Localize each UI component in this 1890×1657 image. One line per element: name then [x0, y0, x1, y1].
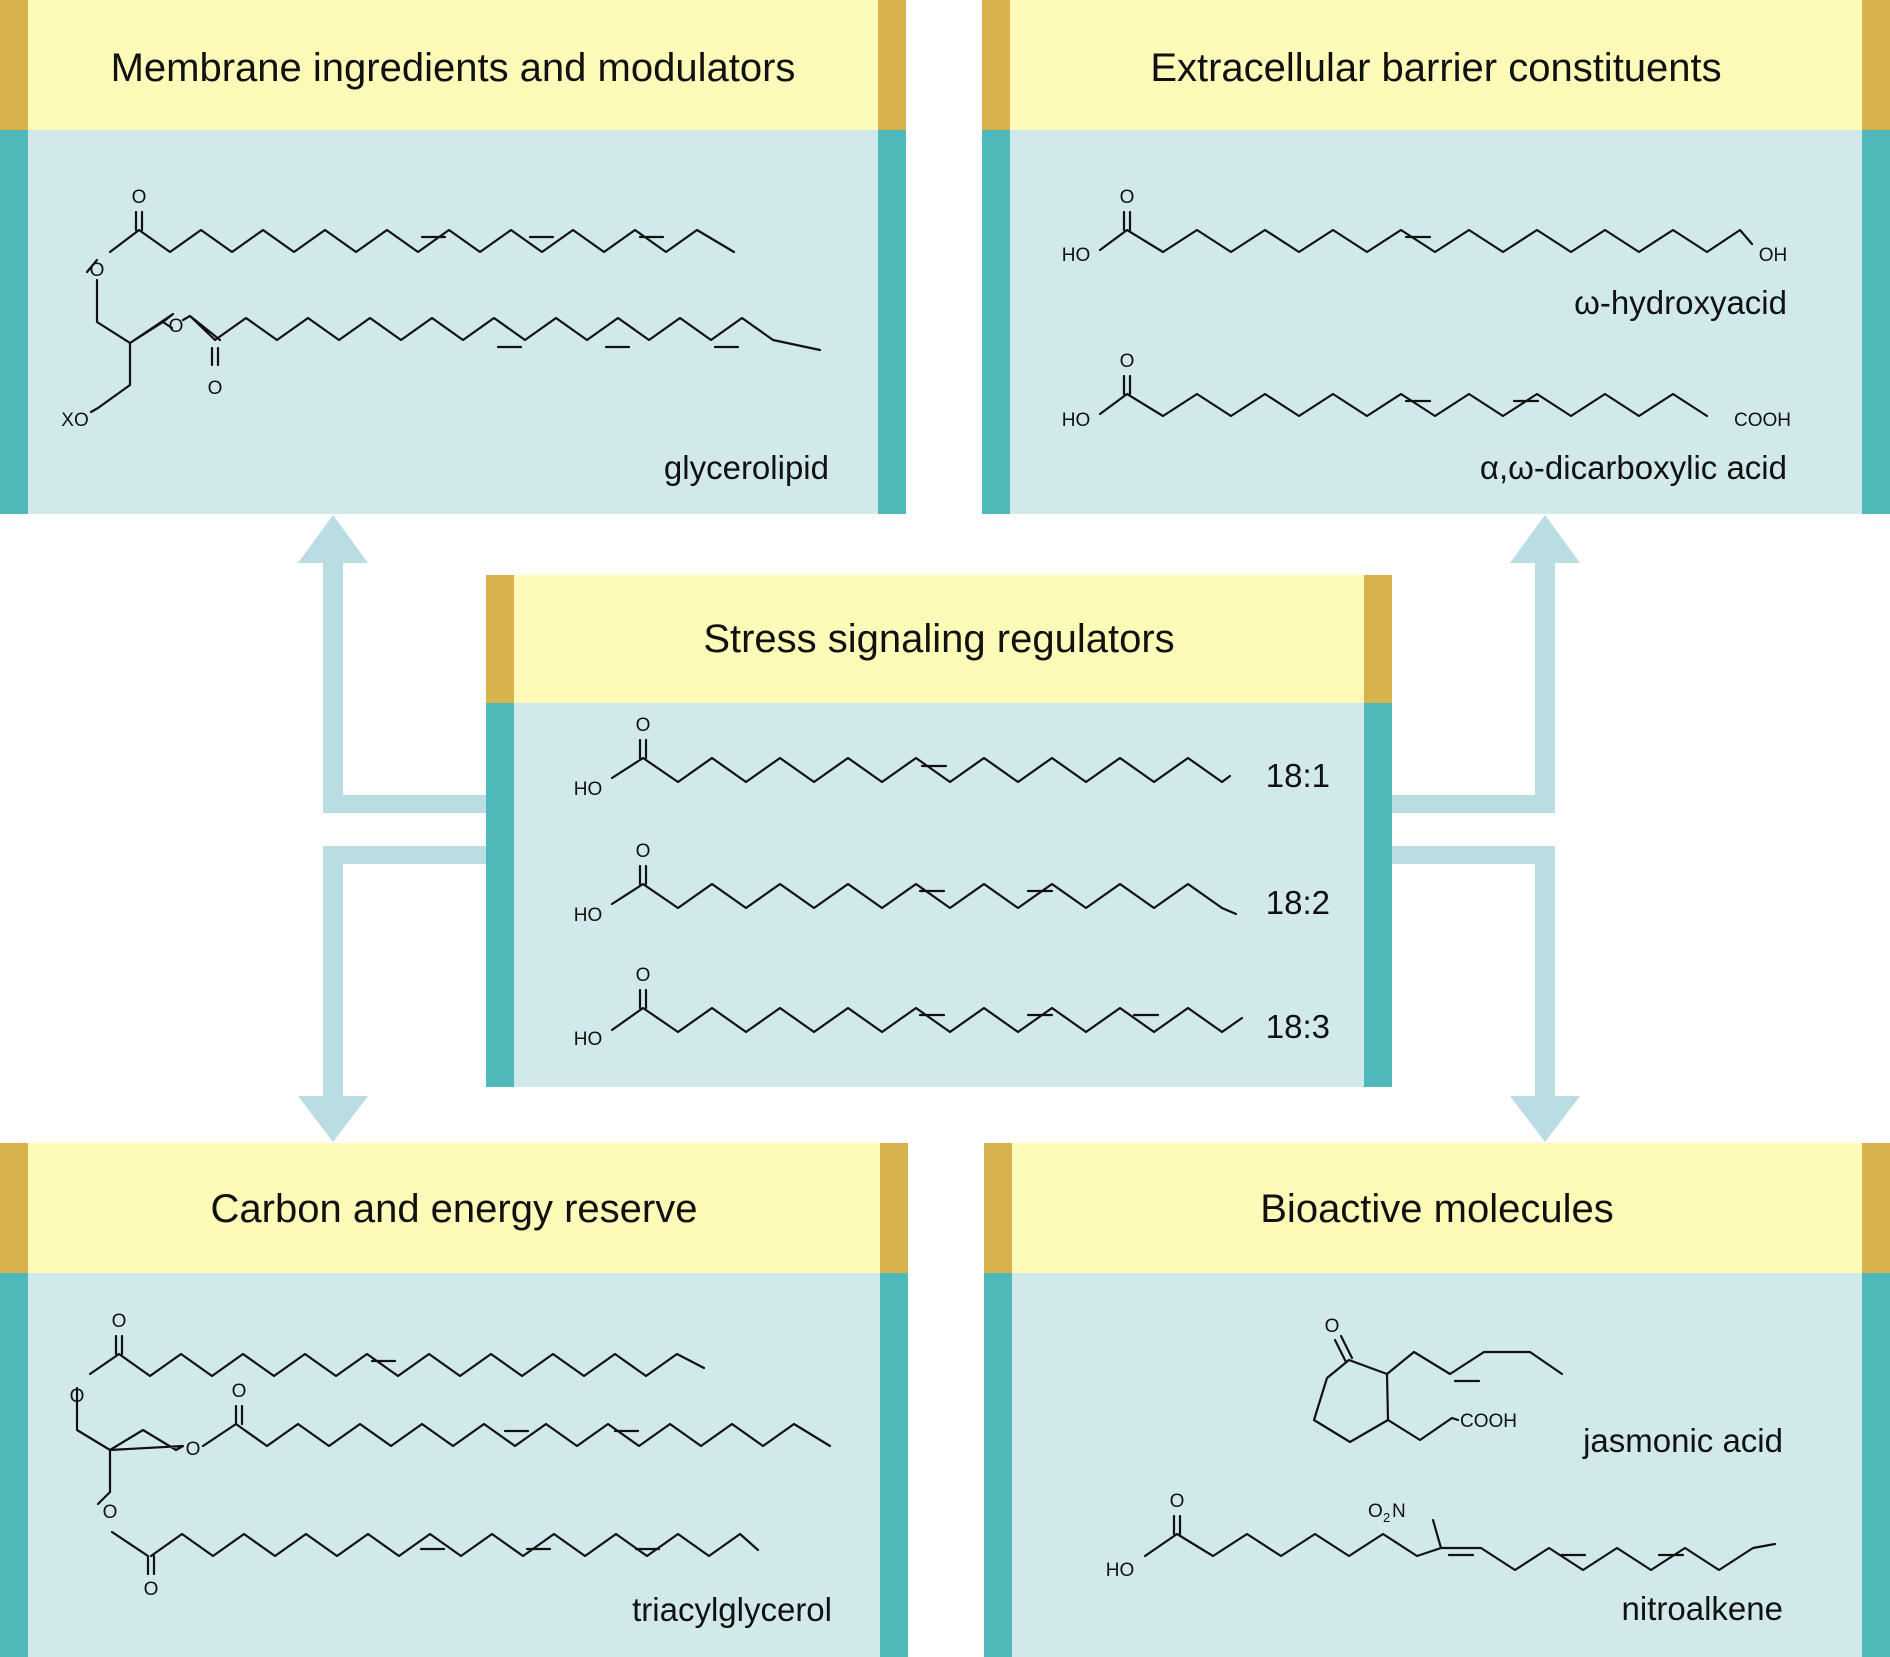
panel-bioactive-title: Bioactive molecules — [1260, 1187, 1614, 1231]
atom-o: O — [232, 1381, 247, 1402]
atom-o: O — [144, 1579, 159, 1600]
atom-o: O — [636, 715, 651, 736]
triacylglycerol-structure — [75, 1334, 832, 1576]
atom-o: O — [103, 1502, 118, 1523]
atom-o: O — [90, 260, 105, 281]
connector-arrows — [298, 515, 1580, 1142]
panel-membrane-title: Membrane ingredients and modulators — [110, 46, 796, 90]
edge — [1364, 703, 1392, 1087]
label-nitroalkene: nitroalkene — [1622, 1590, 1783, 1627]
nitroalkene-structure — [1143, 1514, 1777, 1572]
atom-ho: HO — [1062, 410, 1091, 431]
edge — [880, 1273, 908, 1657]
atom-oh: OH — [1759, 245, 1788, 266]
atom-xo: XO — [61, 410, 88, 431]
atom-o: O — [112, 1311, 127, 1332]
fatty-acid-18-2-structure — [610, 864, 1238, 916]
label-triacylglycerol: triacylglycerol — [632, 1591, 832, 1628]
panel-carbon-header — [0, 1143, 908, 1273]
label-jasmonic-acid: jasmonic acid — [1582, 1422, 1783, 1459]
label-18-1: 18:1 — [1266, 757, 1330, 794]
omega-hydroxyacid-structure — [1098, 210, 1754, 254]
panel-barrier-title: Extracellular barrier constituents — [1150, 46, 1722, 90]
edge — [1862, 0, 1890, 130]
edge — [984, 1143, 1012, 1273]
glycerolipid-structure — [85, 210, 822, 414]
panel-barrier-body — [982, 130, 1890, 514]
edge — [1862, 1143, 1890, 1273]
atom-cooh: COOH — [1734, 410, 1791, 431]
arrow-to-carbon — [298, 846, 486, 1142]
panel-membrane-header — [0, 0, 906, 130]
arrow-to-bioactive — [1392, 846, 1580, 1142]
atom-labels: O O O O XO O HO OH O HO COOH O HO O HO O… — [61, 187, 1791, 1600]
edge — [0, 0, 28, 130]
edge — [1364, 575, 1392, 703]
molecule-labels: glycerolipid ω-hydroxyacid α,ω-dicarboxy… — [632, 284, 1787, 1628]
edge — [486, 703, 514, 1087]
fatty-acid-18-3-structure — [610, 988, 1244, 1034]
edge — [1862, 130, 1890, 514]
atom-ho: HO — [1106, 1560, 1135, 1581]
panel-membrane-body — [0, 130, 906, 514]
arrow-to-membrane — [298, 515, 486, 813]
atom-o: O — [1120, 187, 1135, 208]
panel-barrier-header — [982, 0, 1890, 130]
atom-cooh: COOH — [1460, 1411, 1517, 1432]
panel-carbon-body — [0, 1273, 908, 1657]
label-18-3: 18:3 — [1266, 1008, 1330, 1045]
edge — [1862, 1273, 1890, 1657]
atom-o: O — [70, 1386, 85, 1407]
panel-carbon-title: Carbon and energy reserve — [210, 1187, 698, 1231]
atom-o: O — [1170, 1491, 1185, 1512]
panel-membrane: Membrane ingredients and modulators — [0, 0, 906, 514]
chemical-structures — [75, 210, 1777, 1576]
edge — [486, 575, 514, 703]
atom-o: O — [132, 187, 147, 208]
edge — [982, 130, 1010, 514]
fatty-acid-18-1-structure — [610, 738, 1232, 784]
label-omega-hydroxyacid: ω-hydroxyacid — [1574, 284, 1787, 321]
label-18-2: 18:2 — [1266, 884, 1330, 921]
edge — [984, 1273, 1012, 1657]
atom-ho: HO — [574, 905, 603, 926]
panel-carbon: Carbon and energy reserve — [0, 1143, 908, 1657]
atom-o: O — [169, 316, 184, 337]
atom-no2-o: O — [1368, 1501, 1383, 1522]
atom-o: O — [1120, 351, 1135, 372]
label-glycerolipid: glycerolipid — [664, 449, 829, 486]
edge — [878, 0, 906, 130]
panel-barrier: Extracellular barrier constituents — [982, 0, 1890, 514]
edge — [0, 1273, 28, 1657]
atom-o: O — [186, 1439, 201, 1460]
atom-no2-subscript: 2 — [1383, 1510, 1390, 1525]
atom-o: O — [208, 378, 223, 399]
edge — [878, 130, 906, 514]
atom-ho: HO — [1062, 245, 1091, 266]
atom-o: O — [636, 841, 651, 862]
atom-no2-n: N — [1392, 1501, 1406, 1522]
dicarboxylic-acid-structure — [1098, 374, 1709, 418]
arrow-to-barrier — [1392, 515, 1580, 813]
jasmonic-acid-structure — [1312, 1334, 1564, 1444]
panel-bioactive-body — [984, 1273, 1890, 1657]
edge — [982, 0, 1010, 130]
edge — [0, 1143, 28, 1273]
panel-stress-title: Stress signaling regulators — [703, 617, 1175, 661]
panel-stress-header — [486, 575, 1392, 703]
panel-bioactive-header — [984, 1143, 1890, 1273]
edge — [0, 130, 28, 514]
panel-bioactive: Bioactive molecules — [984, 1143, 1890, 1657]
atom-o: O — [636, 965, 651, 986]
atom-ho: HO — [574, 779, 603, 800]
label-dicarboxylic-acid: α,ω-dicarboxylic acid — [1480, 449, 1787, 486]
atom-ho: HO — [574, 1029, 603, 1050]
edge — [880, 1143, 908, 1273]
atom-o: O — [1325, 1316, 1340, 1337]
